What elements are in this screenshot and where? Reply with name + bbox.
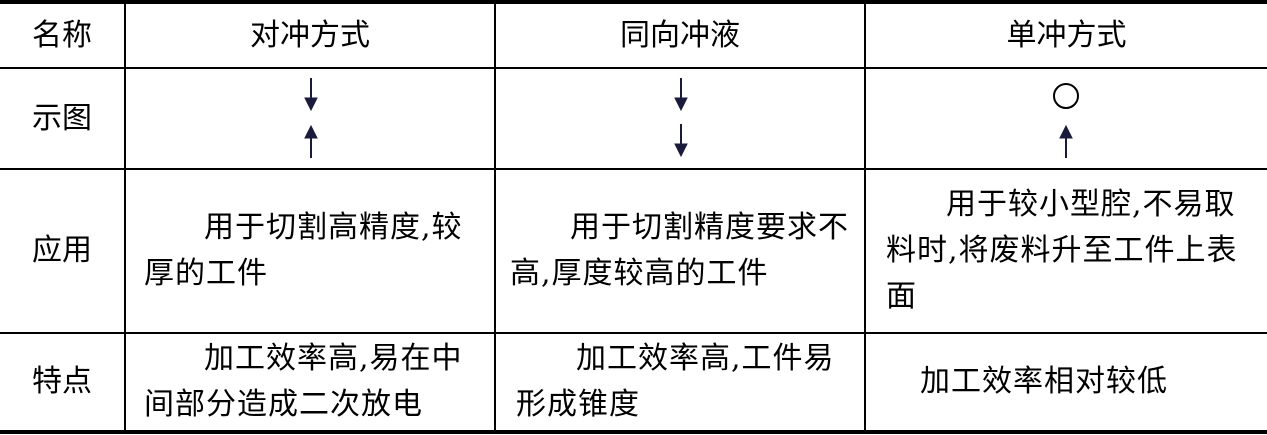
- row-label-diagram: 示图: [32, 100, 92, 136]
- application-opposed: 用于切割高精度,较厚的工件: [126, 170, 494, 332]
- features-same-direction: 加工效率高,工件易形成锥度: [496, 334, 864, 430]
- diagram-same-direction: [674, 78, 688, 158]
- column-divider: [124, 0, 126, 433]
- features-single: 加工效率相对较低: [866, 334, 1267, 430]
- diagram-single: [1053, 83, 1079, 158]
- arrow-up-icon: [1059, 124, 1073, 158]
- header-opposed: 对冲方式: [250, 17, 370, 53]
- cell-text: 用于较小型腔,不易取料时,将废料升至工件上表面: [886, 187, 1238, 314]
- row-divider: [0, 332, 1267, 334]
- diagram-opposed: [304, 78, 318, 158]
- row-divider: [0, 67, 1267, 69]
- application-single: 用于较小型腔,不易取料时,将废料升至工件上表面: [866, 170, 1267, 332]
- row-divider: [0, 168, 1267, 170]
- column-divider: [494, 0, 496, 433]
- arrow-down-icon: [674, 124, 688, 158]
- header-single: 单冲方式: [1006, 17, 1127, 53]
- application-same-direction: 用于切割精度要求不高,厚度较高的工件: [496, 170, 864, 332]
- row-label-application: 应用: [32, 233, 92, 268]
- cell-text: 加工效率高,易在中间部分造成二次放电: [144, 341, 463, 422]
- column-divider: [864, 0, 866, 433]
- header-same-direction: 同向冲液: [620, 17, 740, 53]
- arrow-up-icon: [304, 124, 318, 158]
- circle-icon: [1053, 83, 1079, 109]
- table-top-border: [0, 0, 1267, 4]
- table-bottom-border: [0, 430, 1267, 434]
- features-opposed: 加工效率高,易在中间部分造成二次放电: [126, 334, 494, 430]
- arrow-down-icon: [304, 78, 318, 112]
- arrow-down-icon: [674, 78, 688, 112]
- header-name: 名称: [32, 17, 92, 53]
- cell-text: 加工效率相对较低: [920, 364, 1168, 399]
- cell-text: 用于切割高精度,较厚的工件: [144, 210, 463, 291]
- cell-text: 加工效率高,工件易形成锥度: [516, 341, 835, 422]
- row-label-features: 特点: [32, 364, 92, 399]
- cell-text: 用于切割精度要求不高,厚度较高的工件: [510, 210, 849, 291]
